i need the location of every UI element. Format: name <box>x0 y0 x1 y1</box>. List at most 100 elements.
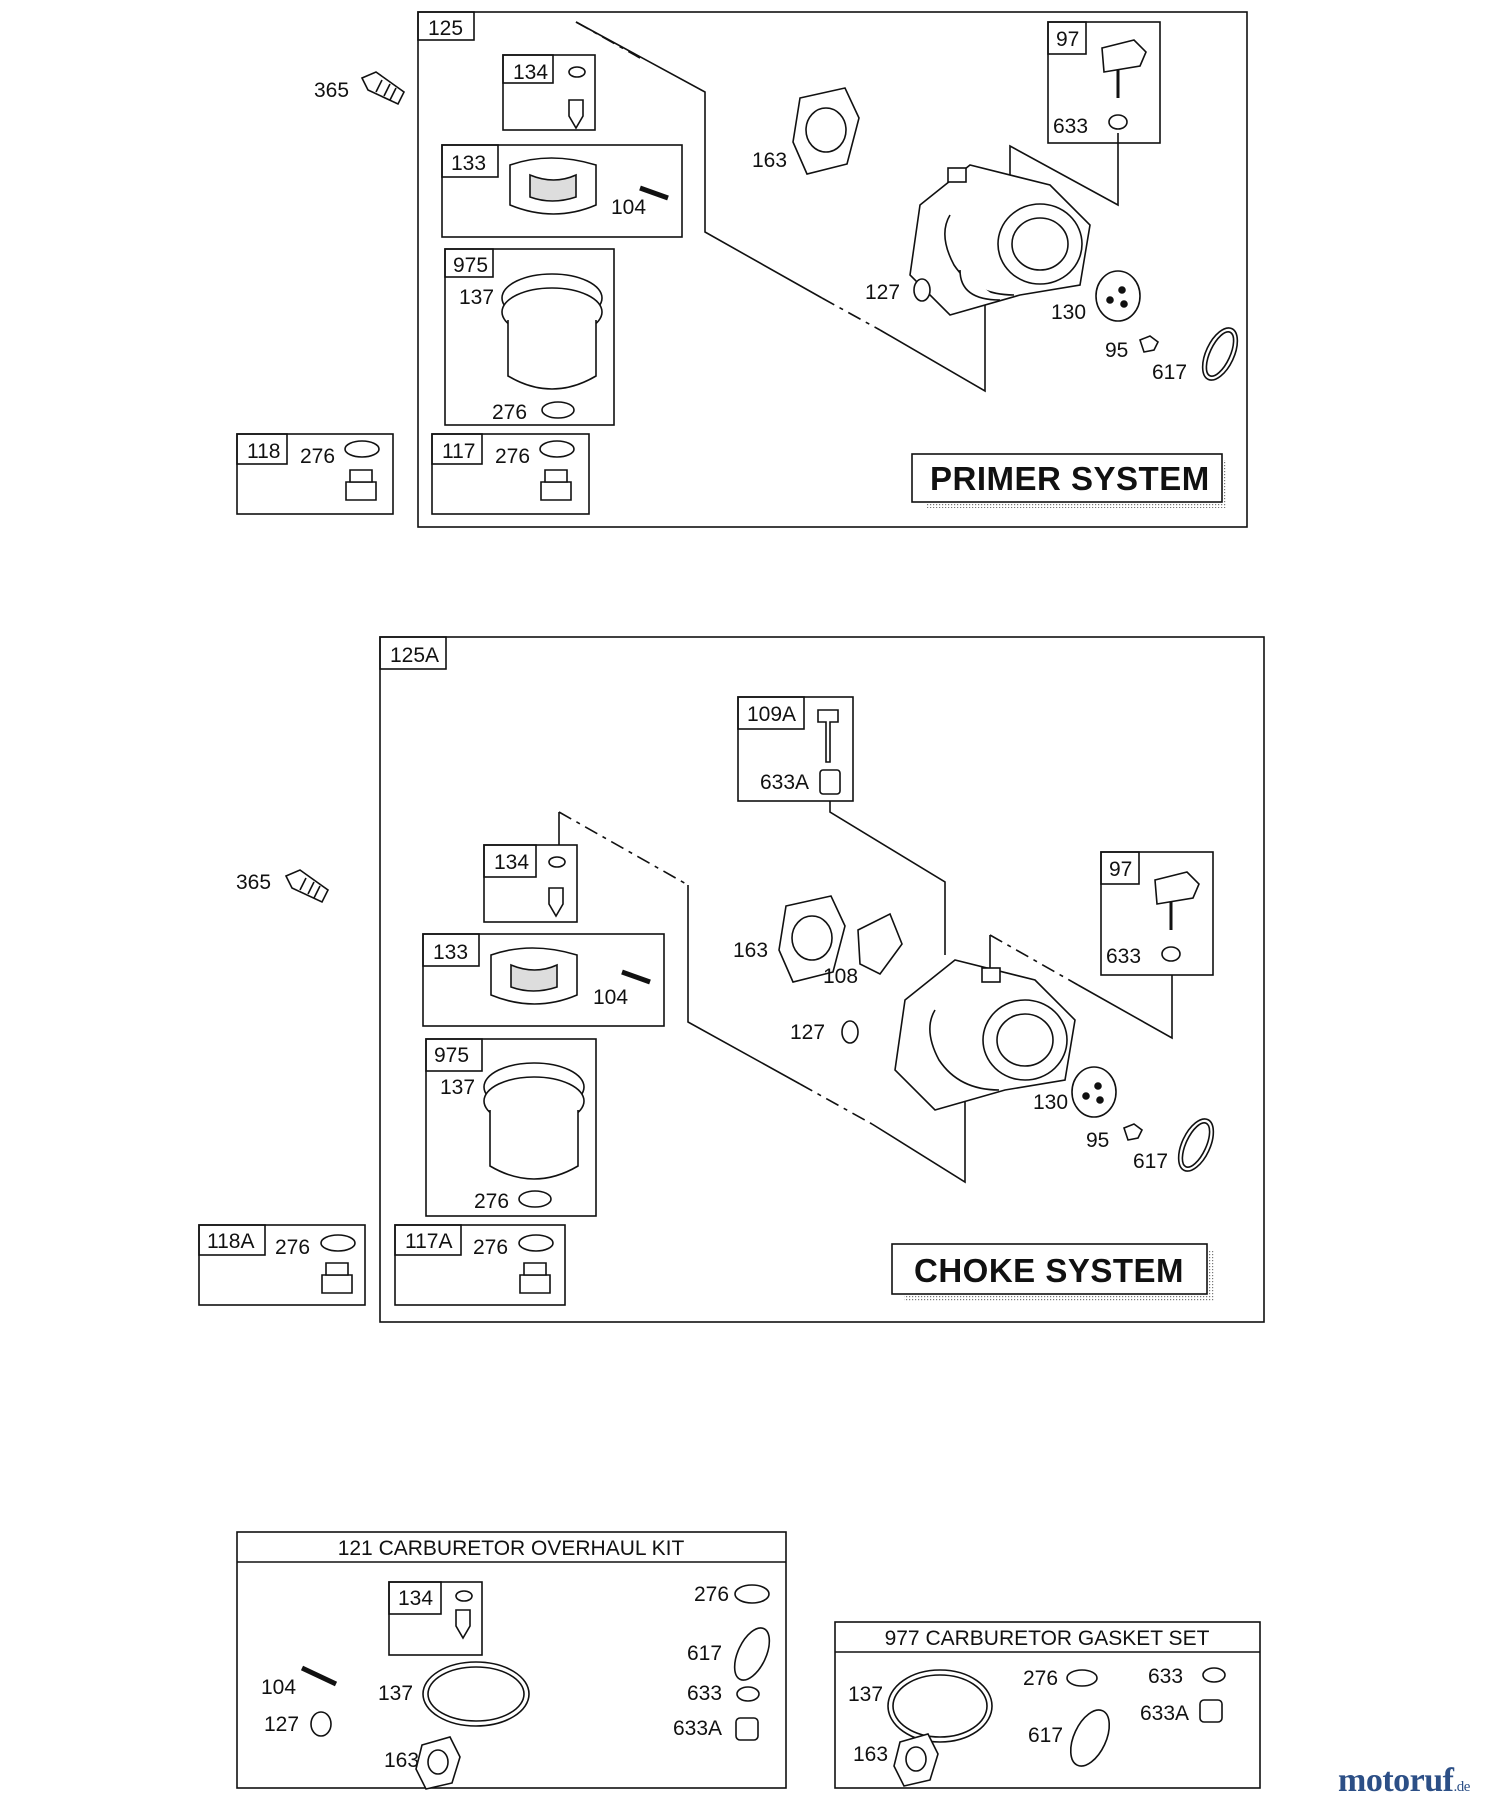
choke-system-panel <box>198 636 1265 1323</box>
plug-127-icon <box>841 1020 859 1044</box>
part-label: 365 <box>236 871 271 894</box>
part-label: 276 <box>474 1190 509 1213</box>
gasket-set-panel <box>834 1621 1261 1789</box>
carburetor-body-icon <box>909 164 1091 316</box>
part-label: 127 <box>790 1021 825 1044</box>
gasket-set-title: 977 CARBURETOR GASKET SET <box>885 1627 1210 1650</box>
choke-assembly-number: 125A <box>390 644 439 667</box>
part-label: 137 <box>848 1683 883 1706</box>
gasket-163-icon <box>893 1733 939 1787</box>
overhaul-kit-title: 121 CARBURETOR OVERHAUL KIT <box>338 1537 685 1560</box>
watermark-brand: motoruf <box>1338 1762 1454 1799</box>
choke-parts-art <box>284 709 1215 1294</box>
part-label: 118 <box>247 440 280 463</box>
part-label: 633 <box>1053 115 1088 138</box>
part-label: 104 <box>611 196 646 219</box>
part-label: 365 <box>314 79 349 102</box>
part-label: 617 <box>687 1642 722 1665</box>
part-label: 95 <box>1105 339 1128 362</box>
primer-system-title: PRIMER SYSTEM <box>930 460 1210 497</box>
screw-95-icon <box>1123 1123 1144 1141</box>
needle-valve-134-icon <box>455 1590 473 1640</box>
choke-plate-108-icon <box>857 912 903 976</box>
o-ring-617-icon <box>1069 1709 1111 1767</box>
diaphragm-130-icon <box>1095 270 1141 322</box>
part-label: 130 <box>1051 301 1086 324</box>
part-label: 97 <box>1056 28 1079 51</box>
gasket-set-art <box>887 1667 1226 1787</box>
watermark-tld: .de <box>1453 1779 1470 1795</box>
primer-assembly-number: 125 <box>428 17 463 40</box>
part-label: 127 <box>264 1713 299 1736</box>
part-label: 633 <box>687 1682 722 1705</box>
part-label: 127 <box>865 281 900 304</box>
fitting-365-icon <box>360 71 406 106</box>
gasket-163-icon <box>415 1736 461 1790</box>
choke-labels: 125A 365 109A 633A 134 133 104 163 108 9… <box>207 644 1184 1289</box>
part-label: 633A <box>673 1717 722 1740</box>
part-label: 276 <box>694 1583 729 1606</box>
part-label: 133 <box>433 941 468 964</box>
plug-127-icon <box>310 1711 332 1737</box>
fitting-365-icon <box>284 869 330 904</box>
part-label: 276 <box>495 445 530 468</box>
float-133-icon <box>509 157 669 215</box>
plug-117a-icon <box>518 1234 554 1294</box>
part-label: 134 <box>398 1587 433 1610</box>
part-label: 617 <box>1133 1150 1168 1173</box>
part-label: 633A <box>1140 1702 1189 1725</box>
o-ring-617-icon <box>1177 1118 1215 1172</box>
part-label: 134 <box>513 61 548 84</box>
part-label: 108 <box>823 965 858 988</box>
part-label: 104 <box>593 986 628 1009</box>
part-label: 104 <box>261 1676 296 1699</box>
seal-633-icon <box>736 1686 760 1702</box>
part-label: 117 <box>442 440 475 463</box>
primer-labels: 125 365 134 133 104 975 137 276 118 276 … <box>247 17 1210 497</box>
part-label: 133 <box>451 152 486 175</box>
part-label: 975 <box>434 1044 469 1067</box>
choke-lever-97-icon <box>1101 39 1147 130</box>
gasket-set-labels: 977 CARBURETOR GASKET SET 137 276 633 63… <box>848 1627 1210 1766</box>
part-label: 633 <box>1148 1665 1183 1688</box>
o-ring-137-icon <box>887 1669 993 1743</box>
plug-117-icon <box>539 440 575 501</box>
part-label: 276 <box>300 445 335 468</box>
part-label: 276 <box>473 1236 508 1259</box>
watermark-logo: motoruf.de <box>1338 1762 1470 1800</box>
o-ring-617-icon <box>1201 327 1239 381</box>
screw-95-icon <box>1139 335 1160 353</box>
part-label: 276 <box>1023 1667 1058 1690</box>
diaphragm-130-icon <box>1071 1066 1117 1118</box>
needle-valve-134-icon <box>548 856 566 918</box>
part-label: 137 <box>378 1682 413 1705</box>
seal-633a-icon <box>1199 1699 1223 1723</box>
float-bowl-975-icon <box>483 1062 585 1208</box>
plug-118-icon <box>344 440 380 501</box>
o-ring-137-icon <box>422 1661 530 1727</box>
pin-104-icon <box>300 1665 338 1687</box>
part-label: 163 <box>384 1749 419 1772</box>
washer-276-icon <box>1066 1669 1098 1687</box>
gasket-163-icon <box>792 87 860 175</box>
primer-system-panel <box>236 11 1248 528</box>
part-label: 617 <box>1152 361 1187 384</box>
plug-127-icon <box>913 278 931 302</box>
part-label: 109A <box>747 703 796 726</box>
gasket-163-icon <box>778 895 846 983</box>
float-133-icon <box>490 947 651 1005</box>
seal-633a-icon <box>735 1717 759 1741</box>
o-ring-617-icon <box>733 1627 771 1681</box>
overhaul-kit-panel <box>236 1531 787 1789</box>
carburetor-body-icon <box>894 959 1076 1111</box>
part-label: 137 <box>459 286 494 309</box>
part-label: 134 <box>494 851 529 874</box>
part-label: 617 <box>1028 1724 1063 1747</box>
needle-valve-134-icon <box>568 66 586 130</box>
part-label: 975 <box>453 254 488 277</box>
part-label: 276 <box>275 1236 310 1259</box>
part-label: 163 <box>853 1743 888 1766</box>
part-label: 633 <box>1106 945 1141 968</box>
